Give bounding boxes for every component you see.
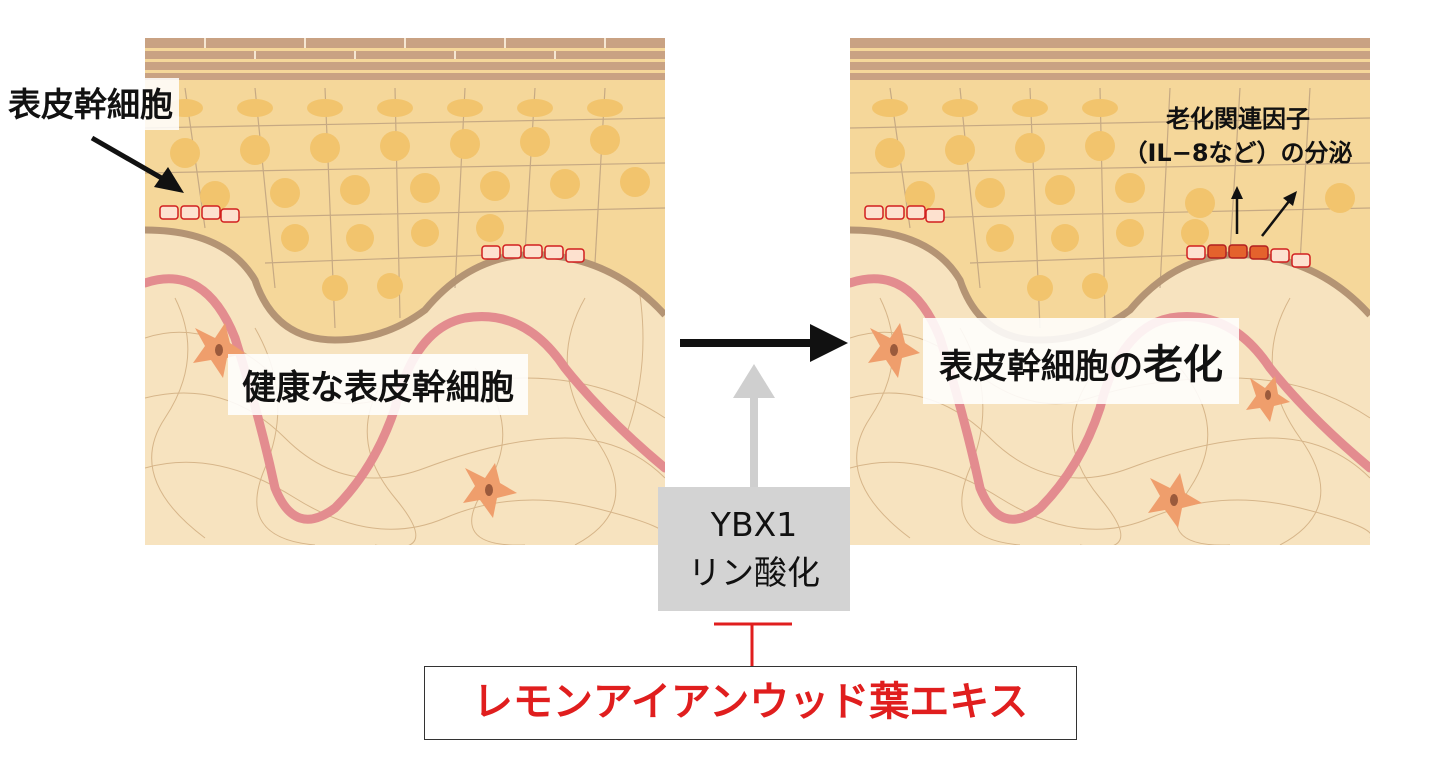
stem-cell-pointer-arrow bbox=[90, 135, 184, 193]
ybx1-label: YBX1 bbox=[710, 505, 798, 544]
aging-factor-line1: 老化関連因子 bbox=[1166, 105, 1310, 133]
phosphorylation-label: リン酸化 bbox=[688, 553, 820, 592]
stem-cell-label: 表皮幹細胞 bbox=[4, 78, 179, 130]
lemon-ironwood-extract-box: レモンアイアンウッド葉エキス bbox=[424, 666, 1077, 740]
ybx1-promotes-arrow bbox=[733, 364, 775, 487]
secretion-arrows bbox=[1231, 186, 1297, 237]
stem-cell-aging-label: 表皮幹細胞の老化 bbox=[923, 318, 1239, 404]
aging-label-prefix: 表皮幹細胞の bbox=[939, 347, 1143, 387]
inhibition-symbol bbox=[714, 622, 792, 666]
aging-factor-label: 老化関連因子 （IL−8など）の分泌 bbox=[1118, 102, 1358, 170]
ybx1-phosphorylation-box: YBX1 リン酸化 bbox=[658, 487, 850, 611]
healthy-skin-illustration bbox=[145, 38, 665, 545]
progression-arrow bbox=[680, 324, 848, 362]
aging-factor-line2: （IL−8など）の分泌 bbox=[1123, 139, 1353, 167]
healthy-stem-cell-label: 健康な表皮幹細胞 bbox=[228, 354, 528, 415]
aged-skin-illustration bbox=[850, 38, 1370, 545]
aging-label-emphasis: 老化 bbox=[1143, 342, 1223, 388]
